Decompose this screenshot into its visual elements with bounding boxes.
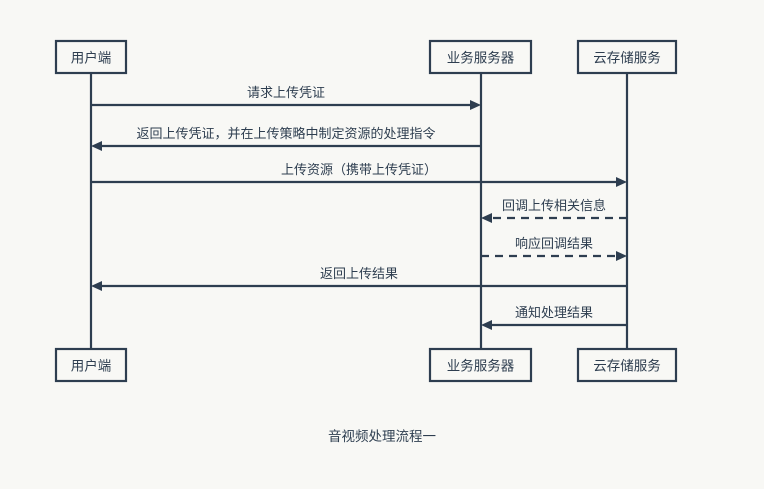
message-label-1: 请求上传凭证 <box>247 86 325 101</box>
message-2[interactable]: 返回上传凭证，并在上传策略中制定资源的处理指令 <box>91 126 481 151</box>
message-label-5: 响应回调结果 <box>515 236 593 252</box>
message-arrowhead-1 <box>470 100 481 110</box>
participant-box-storage-bottom[interactable]: 云存储服务 <box>576 347 678 383</box>
participant-label-storage-bottom: 云存储服务 <box>593 359 661 375</box>
message-arrowhead-4 <box>481 213 492 223</box>
message-5[interactable]: 响应回调结果 <box>481 236 627 261</box>
message-6[interactable]: 返回上传结果 <box>91 267 627 291</box>
participant-label-server-bottom: 业务服务器 <box>447 359 515 375</box>
message-arrowhead-3 <box>616 177 627 187</box>
participant-box-client-bottom[interactable]: 用户端 <box>54 347 128 383</box>
message-4[interactable]: 回调上传相关信息 <box>481 198 627 223</box>
message-arrowhead-6 <box>91 281 102 291</box>
participant-label-server-top: 业务服务器 <box>447 51 515 67</box>
participant-label-storage-top: 云存储服务 <box>593 51 661 67</box>
diagram-caption: 音视频处理流程一 <box>328 428 436 445</box>
message-arrowhead-7 <box>481 320 492 330</box>
message-label-3: 上传资源（携带上传凭证） <box>281 162 437 178</box>
message-1[interactable]: 请求上传凭证 <box>91 86 481 110</box>
message-arrowhead-2 <box>91 141 102 151</box>
message-label-6: 返回上传结果 <box>320 267 398 282</box>
participant-headers-bottom: 用户端 业务服务器 云存储服务 <box>54 347 678 383</box>
participant-box-server-top[interactable]: 业务服务器 <box>428 39 533 75</box>
messages-layer: 请求上传凭证返回上传凭证，并在上传策略中制定资源的处理指令上传资源（携带上传凭证… <box>91 86 627 330</box>
message-label-4: 回调上传相关信息 <box>502 198 606 214</box>
message-3[interactable]: 上传资源（携带上传凭证） <box>91 162 627 187</box>
participant-label-client-top: 用户端 <box>71 50 112 67</box>
participant-box-storage-top[interactable]: 云存储服务 <box>576 39 678 75</box>
message-label-2: 返回上传凭证，并在上传策略中制定资源的处理指令 <box>136 126 435 142</box>
lifelines <box>89 73 629 349</box>
participant-headers-top: 用户端 业务服务器 云存储服务 <box>54 39 678 75</box>
participant-label-client-bottom: 用户端 <box>71 358 112 375</box>
participant-box-server-bottom[interactable]: 业务服务器 <box>428 347 533 383</box>
message-arrowhead-5 <box>616 251 627 261</box>
message-7[interactable]: 通知处理结果 <box>481 305 627 330</box>
message-label-7: 通知处理结果 <box>515 305 593 321</box>
participant-box-client-top[interactable]: 用户端 <box>54 39 128 75</box>
